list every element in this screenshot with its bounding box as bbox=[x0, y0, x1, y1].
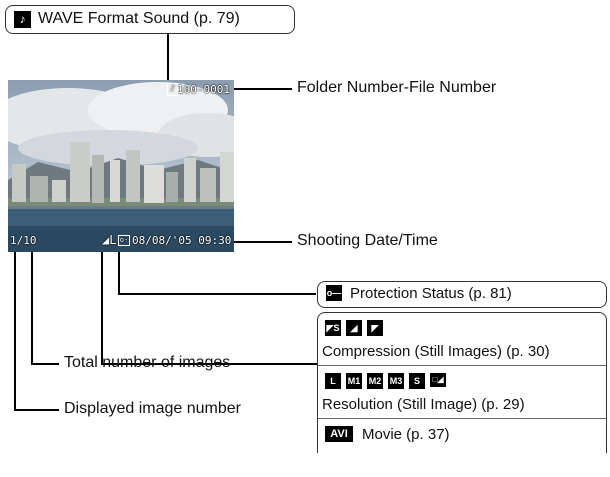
movie-label: Movie (p. 37) bbox=[362, 426, 450, 443]
shooting-datetime-label: Shooting Date/Time bbox=[297, 232, 438, 249]
quality-callout bbox=[317, 312, 607, 453]
protection-icon: o— bbox=[326, 285, 342, 301]
movie-icon: AVI bbox=[325, 426, 353, 442]
compression-leader-v bbox=[101, 252, 103, 364]
sound-icon-osd: ♪ bbox=[167, 83, 178, 96]
postcard-resolution-icon: □◢ bbox=[430, 373, 446, 387]
resolution-m3-icon: M3 bbox=[388, 373, 404, 389]
sound-icon: ♪ bbox=[14, 11, 31, 28]
protection-callout bbox=[317, 281, 607, 308]
quality-divider-2 bbox=[318, 418, 607, 419]
folder-leader-line bbox=[234, 88, 292, 90]
displayed-number-leader-v bbox=[14, 252, 16, 410]
fine-compression-icon: ◢ bbox=[346, 320, 362, 336]
resolution-s-icon: S bbox=[409, 373, 425, 389]
image-count-display: 1/10 bbox=[10, 234, 37, 247]
city-skyline-photo bbox=[8, 80, 234, 252]
total-images-leader-v bbox=[31, 252, 33, 364]
resolution-m1-icon: M1 bbox=[346, 373, 362, 389]
wave-format-callout bbox=[5, 5, 295, 34]
resolution-l-icon: L bbox=[325, 373, 341, 389]
datetime-leader-line bbox=[234, 241, 292, 243]
camera-playback-image: ♪ 100-0001 1/10 ◢L o- 08/08/'05 09:30 bbox=[8, 80, 234, 252]
compression-label: Compression (Still Images) (p. 30) bbox=[322, 343, 550, 360]
displayed-number-label: Displayed image number bbox=[64, 400, 241, 417]
resolution-m2-icon: M2 bbox=[367, 373, 383, 389]
protection-label: Protection Status (p. 81) bbox=[350, 285, 512, 302]
compression-leader-h bbox=[101, 363, 317, 365]
protection-leader-v bbox=[118, 252, 120, 294]
datetime-display: 08/08/'05 09:30 bbox=[132, 234, 232, 247]
superfine-compression-icon: ◤S bbox=[325, 320, 341, 336]
protection-icon-osd: o- bbox=[118, 235, 130, 246]
file-number-display: 100-0001 bbox=[177, 83, 230, 96]
quality-divider-1 bbox=[318, 365, 607, 366]
folder-file-number-label: Folder Number-File Number bbox=[297, 79, 497, 96]
compression-icon-osd: ◢L bbox=[102, 233, 117, 247]
wave-format-label: WAVE Format Sound (p. 79) bbox=[38, 10, 240, 27]
total-images-leader-h bbox=[31, 363, 59, 365]
wave-leader-line bbox=[167, 33, 169, 83]
displayed-number-leader-h bbox=[14, 409, 59, 411]
normal-compression-icon: ◤ bbox=[367, 320, 383, 336]
protection-leader-h bbox=[118, 293, 316, 295]
total-images-label: Total number of images bbox=[64, 354, 231, 371]
resolution-label: Resolution (Still Image) (p. 29) bbox=[322, 396, 525, 413]
